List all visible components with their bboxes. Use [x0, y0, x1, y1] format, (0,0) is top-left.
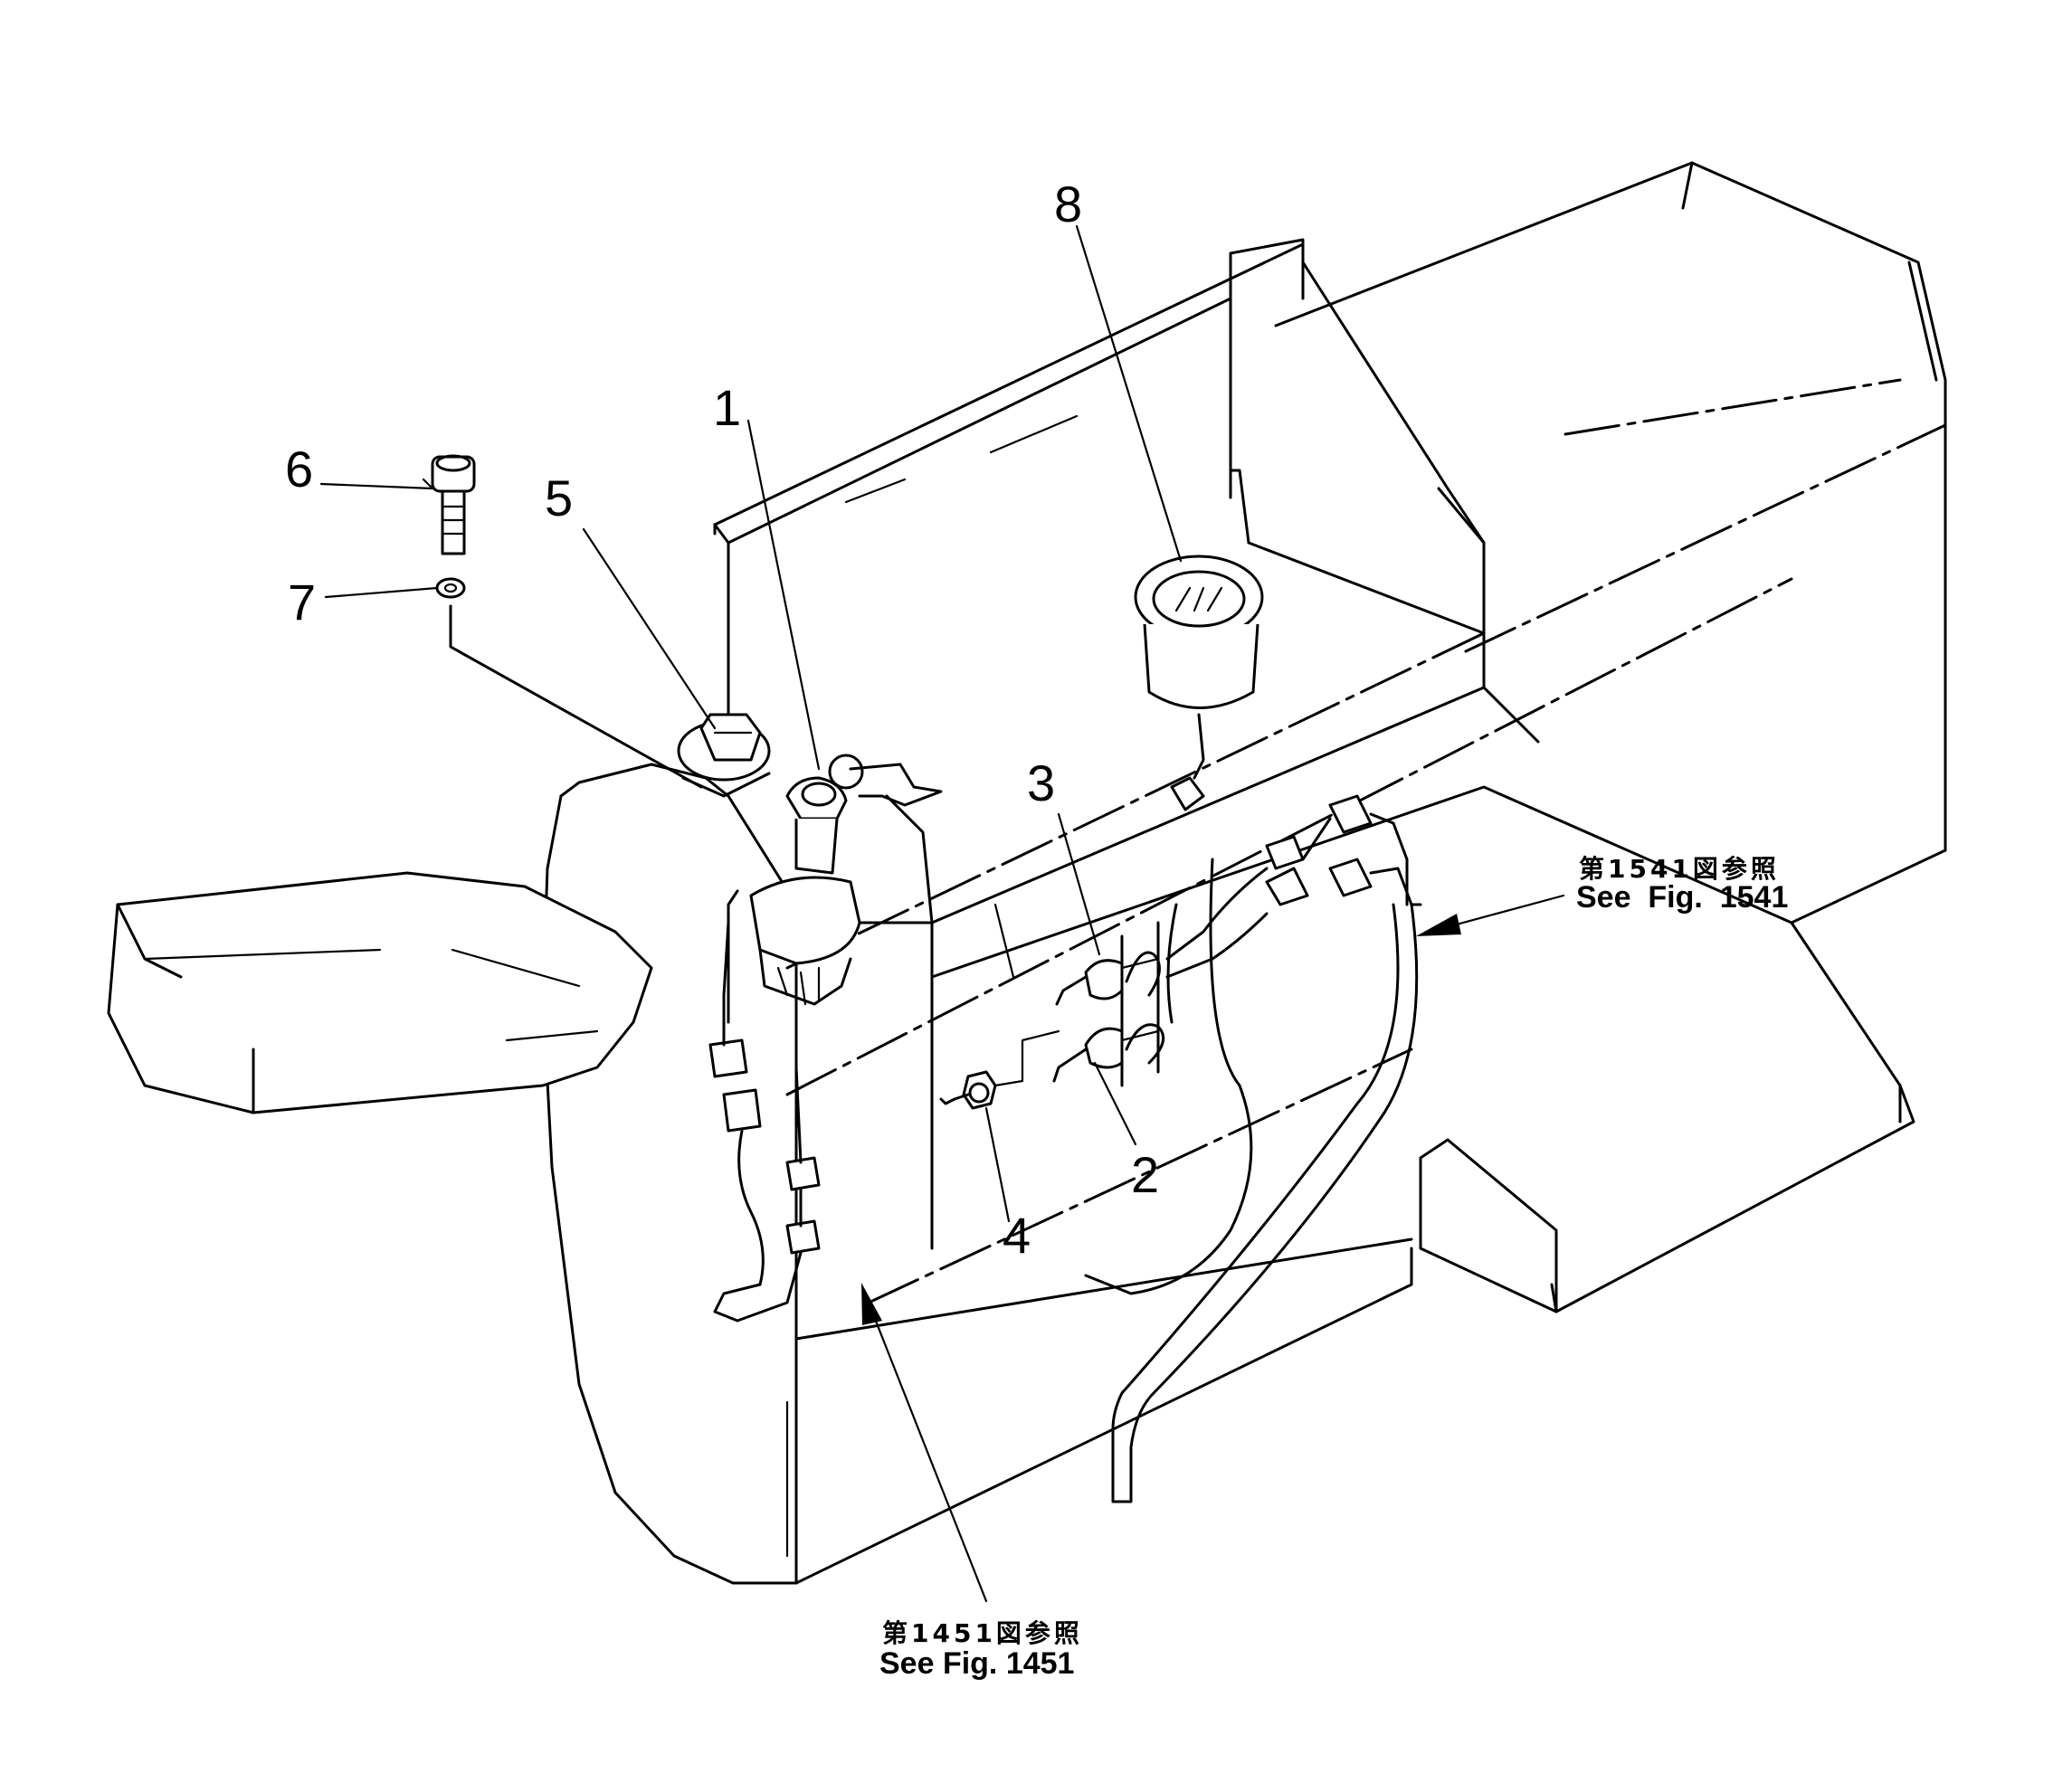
reference-1451-jp: 第1451図参照	[882, 1618, 1083, 1648]
hour-meter-gauge	[1134, 555, 1264, 811]
reference-arrow-1541	[1416, 894, 1565, 936]
toggle-switches	[1052, 921, 1165, 1087]
armrest	[107, 871, 653, 1114]
callout-7: 7	[288, 574, 316, 631]
callout-2: 2	[1131, 1146, 1159, 1203]
indicator-lamp	[939, 1029, 1060, 1110]
reference-1541-en: See Fig. 1541	[1576, 880, 1788, 915]
reference-1451-en: See Fig. 1451	[879, 1646, 1074, 1681]
reference-1541-jp: 第1541図参照	[1579, 854, 1780, 884]
reference-arrow-1451	[861, 1283, 988, 1603]
callout-5: 5	[545, 469, 573, 526]
cover-part	[677, 713, 771, 798]
bolt-and-washer	[431, 454, 703, 789]
key-switch	[727, 754, 943, 1024]
callout-6: 6	[285, 441, 313, 498]
callout-4: 4	[1003, 1207, 1031, 1264]
callout-3: 3	[1027, 754, 1055, 811]
leader-lines	[319, 224, 1183, 1223]
callout-8: 8	[1054, 175, 1082, 232]
callout-1: 1	[713, 379, 741, 436]
wire-harness	[708, 794, 1422, 1503]
